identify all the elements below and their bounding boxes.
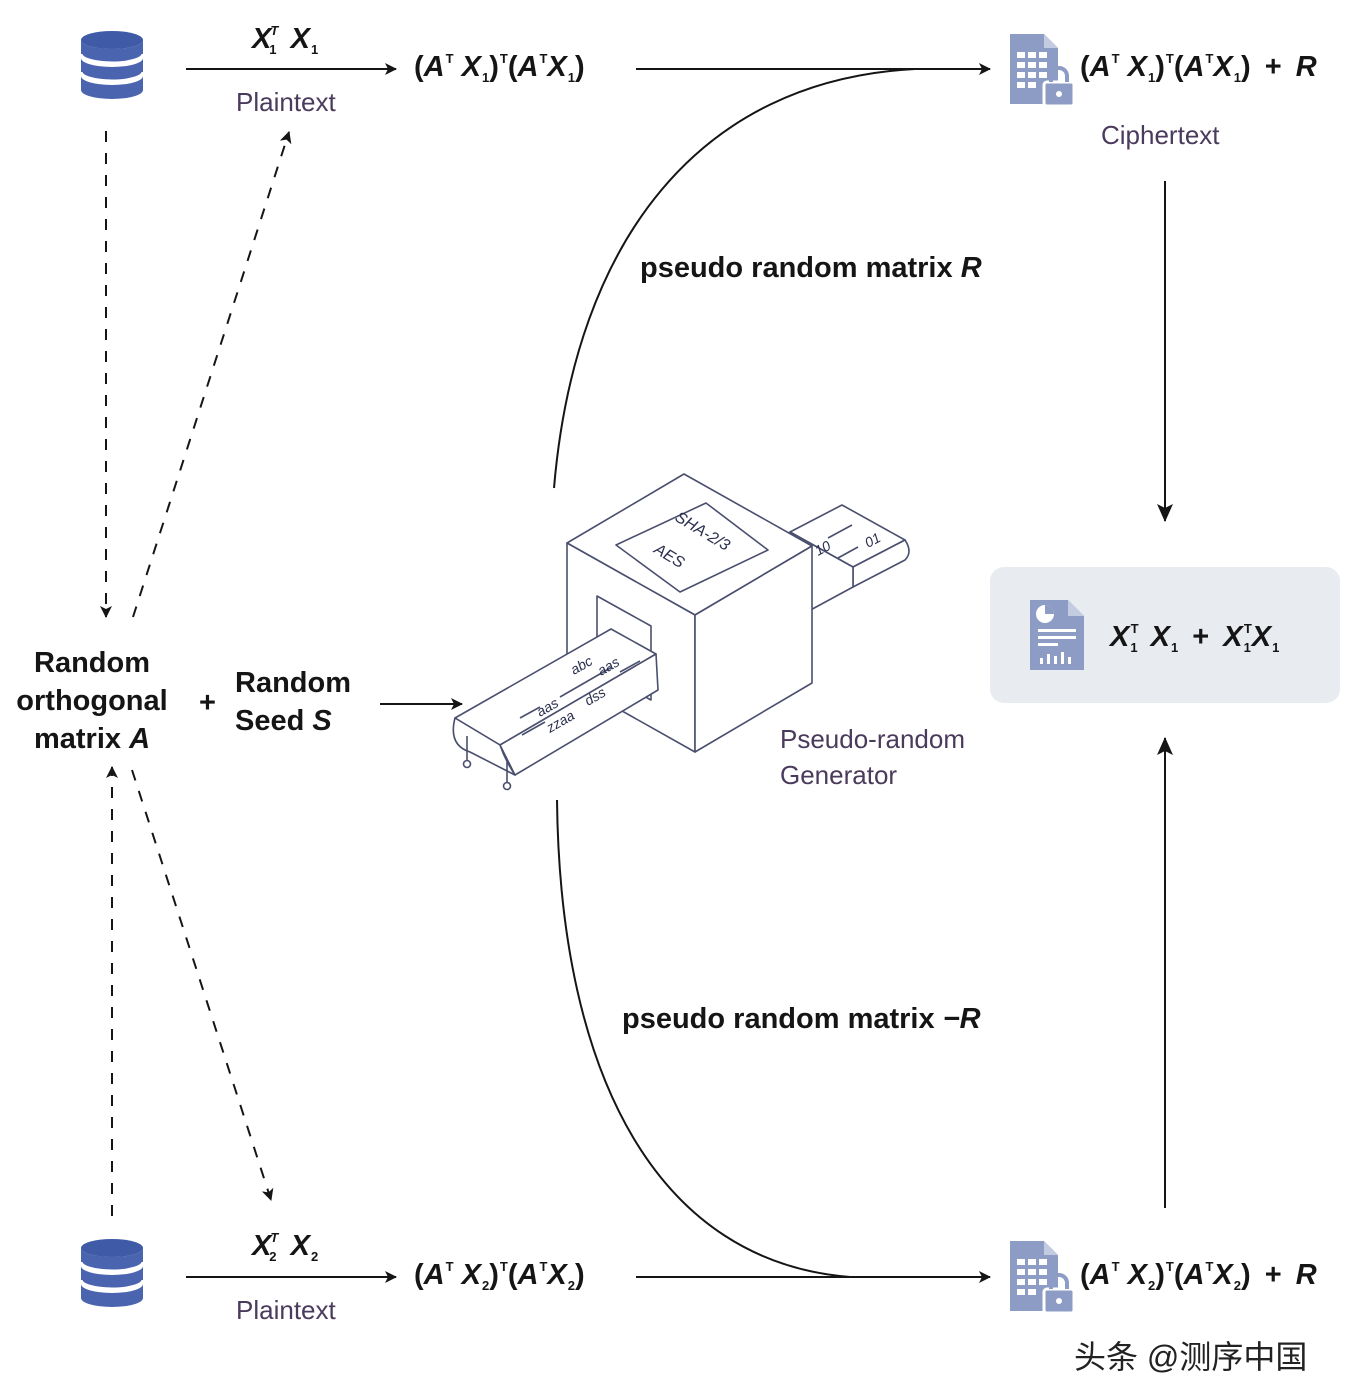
formula-result: X1T X1 + X1TX1 — [1110, 621, 1280, 655]
formula-cipher-2: (AT X2)T(ATX2) + R — [1080, 1259, 1317, 1293]
formula-masked-1: (AT X1)T(ATX1) — [414, 51, 585, 85]
random-orthogonal-matrix-label: Random orthogonal matrix A — [16, 647, 168, 755]
locked-spreadsheet-icon-top — [1010, 34, 1076, 108]
formula-x1t-x1: XT1 X1 — [252, 23, 319, 57]
pseudo-random-generator-caption: Pseudo-random Generator — [780, 724, 965, 790]
edge-label-pseudo-random-neg-r: pseudo random matrix −R — [622, 1003, 981, 1035]
edge-label-pseudo-random-r: pseudo random matrix R — [640, 252, 982, 284]
watermark: 头条 @测序中国 — [1074, 1339, 1308, 1375]
database-icon-top — [79, 31, 145, 99]
curve-generator-to-r-top — [553, 68, 916, 489]
formula-cipher-1: (AT X1)T(ATX1) + R — [1080, 51, 1317, 85]
locked-spreadsheet-icon-bottom — [1010, 1241, 1076, 1315]
plaintext-caption-bottom: Plaintext — [236, 1295, 336, 1325]
dashed-matrix-to-plaintext1 — [132, 131, 292, 618]
formula-x2t-x2: XT2 X2 — [252, 1230, 319, 1264]
dashed-matrix-to-plaintext2 — [131, 769, 274, 1201]
belt-text-10: 10 — [812, 537, 833, 559]
ciphertext-caption: Ciphertext — [1101, 120, 1220, 150]
pseudo-random-generator-machine — [452, 473, 910, 791]
plus-sign: + — [199, 687, 216, 719]
formula-masked-2: (AT X2)T(ATX2) — [414, 1259, 585, 1293]
random-seed-label: Random Seed S — [235, 667, 351, 737]
curve-generator-to-r-bottom — [556, 799, 851, 1278]
database-icon-bottom — [79, 1239, 145, 1307]
report-document-icon — [1030, 600, 1084, 670]
belt-text-01: 01 — [862, 529, 883, 550]
plaintext-caption-top: Plaintext — [236, 87, 336, 117]
